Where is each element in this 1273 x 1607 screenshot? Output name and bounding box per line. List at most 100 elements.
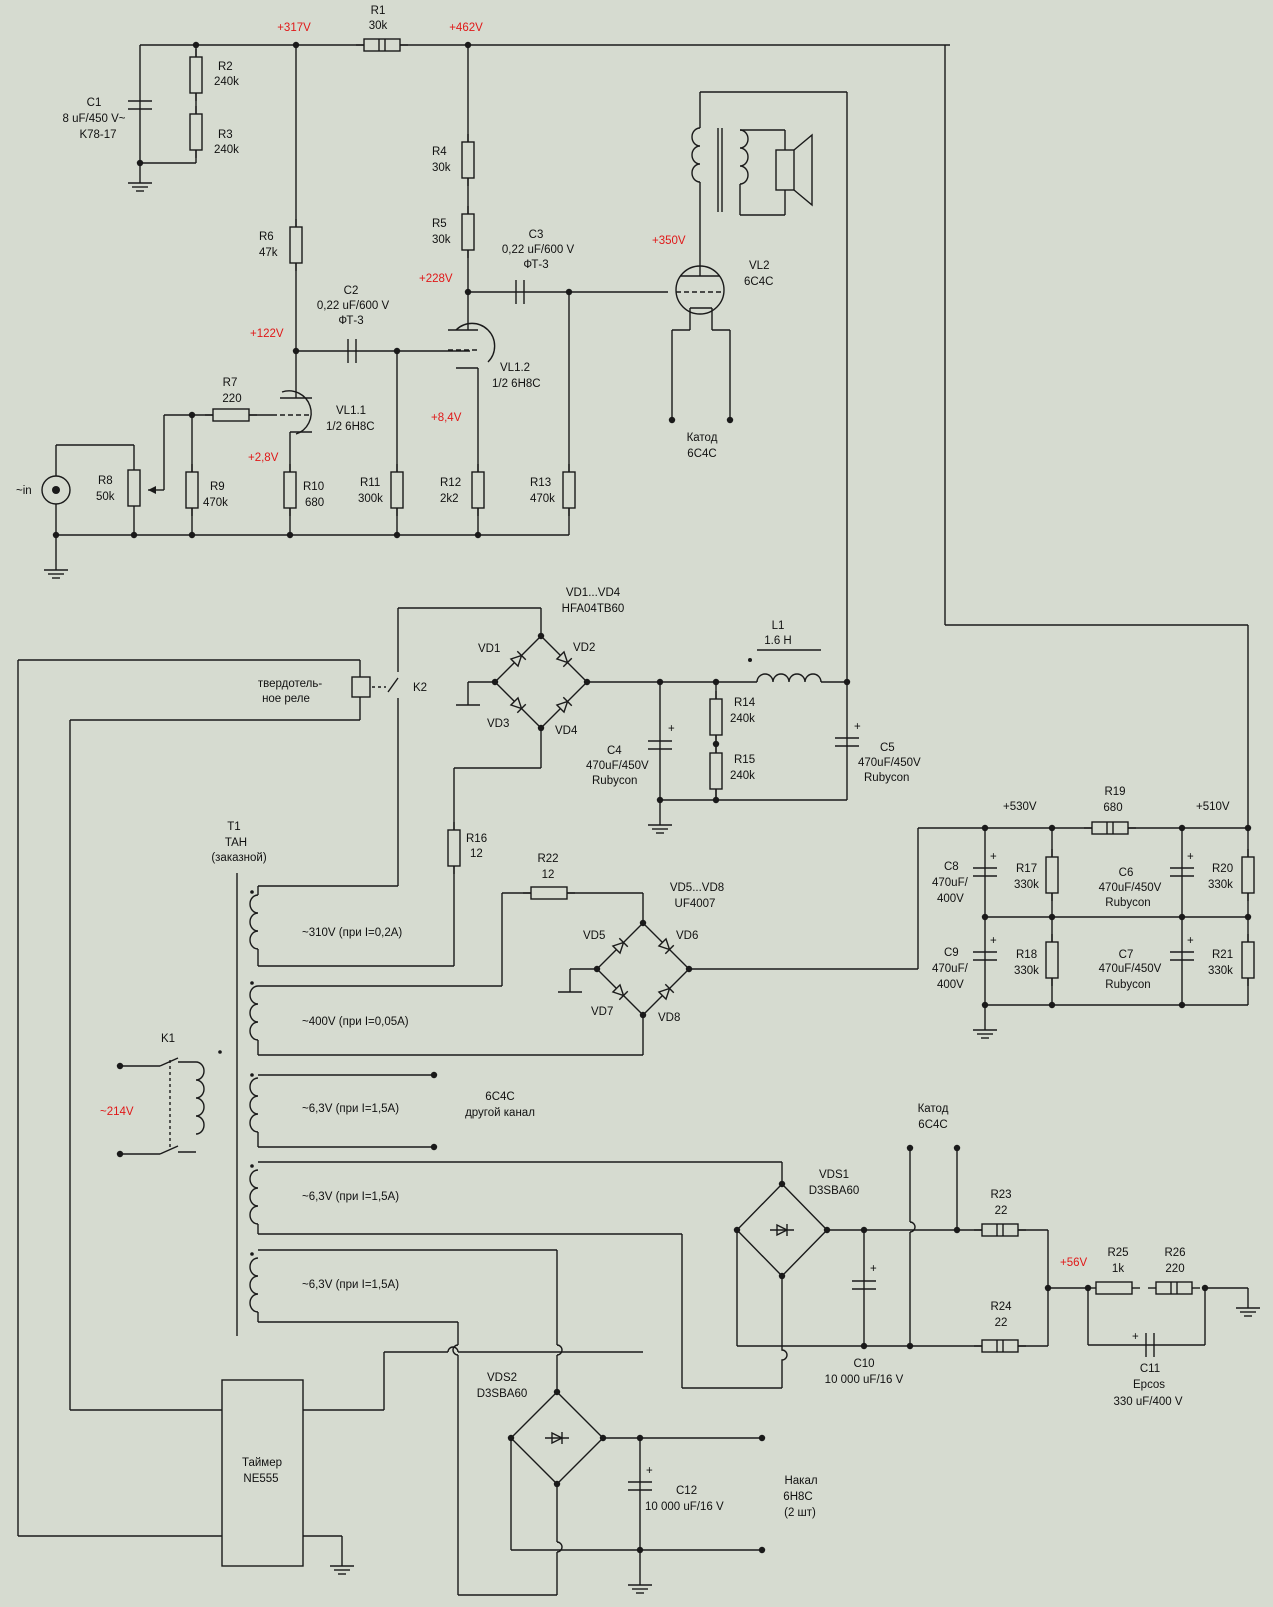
label-vd7: VD7 <box>591 1006 613 1018</box>
value-r4: 30k <box>432 162 451 174</box>
value-r14: 240k <box>730 713 755 725</box>
resistor-r11 <box>390 463 404 517</box>
label-r25: R25 <box>1107 1247 1128 1259</box>
label-vl2: VL2 <box>749 260 769 272</box>
type-vl1-2: 1/2 6H8C <box>492 378 541 390</box>
label-k1: K1 <box>161 1033 175 1045</box>
label-vd8: VD8 <box>658 1012 680 1024</box>
label-r2: R2 <box>218 61 233 73</box>
label-vd2: VD2 <box>573 642 595 654</box>
winding-2: ~400V (при I=0,05A) <box>302 1016 409 1028</box>
value-c2: 0,22 uF/600 V <box>317 300 390 312</box>
voltage-122: +122V <box>250 328 284 340</box>
label-c11: C11 <box>1140 1363 1160 1375</box>
voltage-2-8: +2,8V <box>248 452 279 464</box>
voltage-350: +350V <box>652 235 686 247</box>
value-r18: 330k <box>1014 965 1039 977</box>
type-c2: ФТ-3 <box>338 315 363 327</box>
value-r23: 22 <box>995 1205 1008 1217</box>
resistor-r16 <box>447 821 461 875</box>
label-c4: C4 <box>607 745 622 757</box>
label-vd5: VD5 <box>583 930 605 942</box>
value-r1: 30k <box>369 20 388 32</box>
svg-text:+: + <box>990 851 997 863</box>
resistor-r3 <box>189 105 203 159</box>
label-c10: C10 <box>853 1358 874 1370</box>
label-vd6: VD6 <box>676 930 698 942</box>
value-c7: 470uF/450V <box>1099 963 1162 975</box>
svg-text:+: + <box>1132 1331 1139 1343</box>
resistor-r24 <box>973 1339 1027 1353</box>
resistor-r7 <box>204 408 258 422</box>
ground-symbol <box>647 814 673 834</box>
value-r5: 30k <box>432 234 451 246</box>
value-c5: 470uF/450V <box>858 757 921 769</box>
resistor-r17 <box>1045 848 1059 902</box>
label-r15: R15 <box>734 754 755 766</box>
filament-supply-2: + <box>18 1250 766 1596</box>
resistor-r12 <box>471 463 485 517</box>
resistor-r9 <box>185 463 199 517</box>
label-vds2: VDS2 <box>487 1372 517 1384</box>
value-r22: 12 <box>542 869 555 881</box>
type-vl2: 6C4C <box>744 276 773 288</box>
label-r9: R9 <box>210 481 225 493</box>
label-c9: C9 <box>944 947 959 959</box>
value-r8: 50k <box>96 491 115 503</box>
type-c6: Rubycon <box>1105 897 1150 909</box>
cathode-label-2: Катод <box>918 1103 949 1115</box>
label-r14: R14 <box>734 697 756 709</box>
value-c3: 0,22 uF/600 V <box>502 244 575 256</box>
value-c12: 10 000 uF/16 V <box>645 1501 724 1513</box>
value-r20: 330k <box>1208 879 1233 891</box>
label-t1: T1 <box>227 821 240 833</box>
svg-text:+: + <box>668 723 675 735</box>
resistor-r19 <box>1083 821 1137 835</box>
label-r1: R1 <box>371 5 386 17</box>
type-bridge1: HFA04TB60 <box>562 603 625 615</box>
voltage-530: +530V <box>1003 801 1037 813</box>
svg-text:+: + <box>1187 851 1194 863</box>
label-c5: C5 <box>880 742 895 754</box>
solid-state-relay <box>17 608 399 1536</box>
cathode-type-2: 6C4C <box>918 1119 947 1131</box>
relay-label-2: ное реле <box>262 693 310 705</box>
label-r5: R5 <box>432 218 447 230</box>
hv-supply-2: + + + + <box>258 45 1255 1056</box>
ground-symbol <box>627 1574 653 1594</box>
label-c2: C2 <box>344 285 359 297</box>
label-c1: C1 <box>87 97 102 109</box>
svg-text:+: + <box>646 1465 653 1477</box>
value-c10: 10 000 uF/16 V <box>825 1374 904 1386</box>
resistor-r14 <box>709 690 723 744</box>
value-r7: 220 <box>222 393 241 405</box>
label-r7: R7 <box>223 377 238 389</box>
resistor-r4 <box>461 133 475 187</box>
value-c8: 470uF/ <box>932 877 969 889</box>
label-r6: R6 <box>259 231 274 243</box>
heater-label-3: (2 шт) <box>784 1507 816 1519</box>
resistor-r10 <box>283 463 297 517</box>
label-c7: C7 <box>1119 949 1134 961</box>
resistor-r1 <box>355 38 409 52</box>
winding-5: ~6,3V (при I=1,5A) <box>302 1279 399 1291</box>
value-r26: 220 <box>1165 1263 1184 1275</box>
label-bridge1: VD1...VD4 <box>566 587 621 599</box>
rating-c8: 400V <box>937 893 964 905</box>
label-r13: R13 <box>530 477 551 489</box>
voltage-462: +462V <box>449 22 483 34</box>
svg-text:+: + <box>854 721 861 733</box>
value-r10: 680 <box>305 497 324 509</box>
label-r22: R22 <box>537 853 558 865</box>
other-channel-1: 6C4C <box>485 1091 514 1103</box>
input-label: ~in <box>16 485 32 497</box>
label-k2: K2 <box>413 682 427 694</box>
cathode-label-1: Катод <box>687 432 718 444</box>
label-r4: R4 <box>432 146 447 158</box>
label-r18: R18 <box>1016 949 1037 961</box>
voltage-8-4: +8,4V <box>431 412 462 424</box>
label-vd4: VD4 <box>555 725 578 737</box>
svg-text:+: + <box>990 935 997 947</box>
type-vl1-1: 1/2 6H8C <box>326 421 375 433</box>
